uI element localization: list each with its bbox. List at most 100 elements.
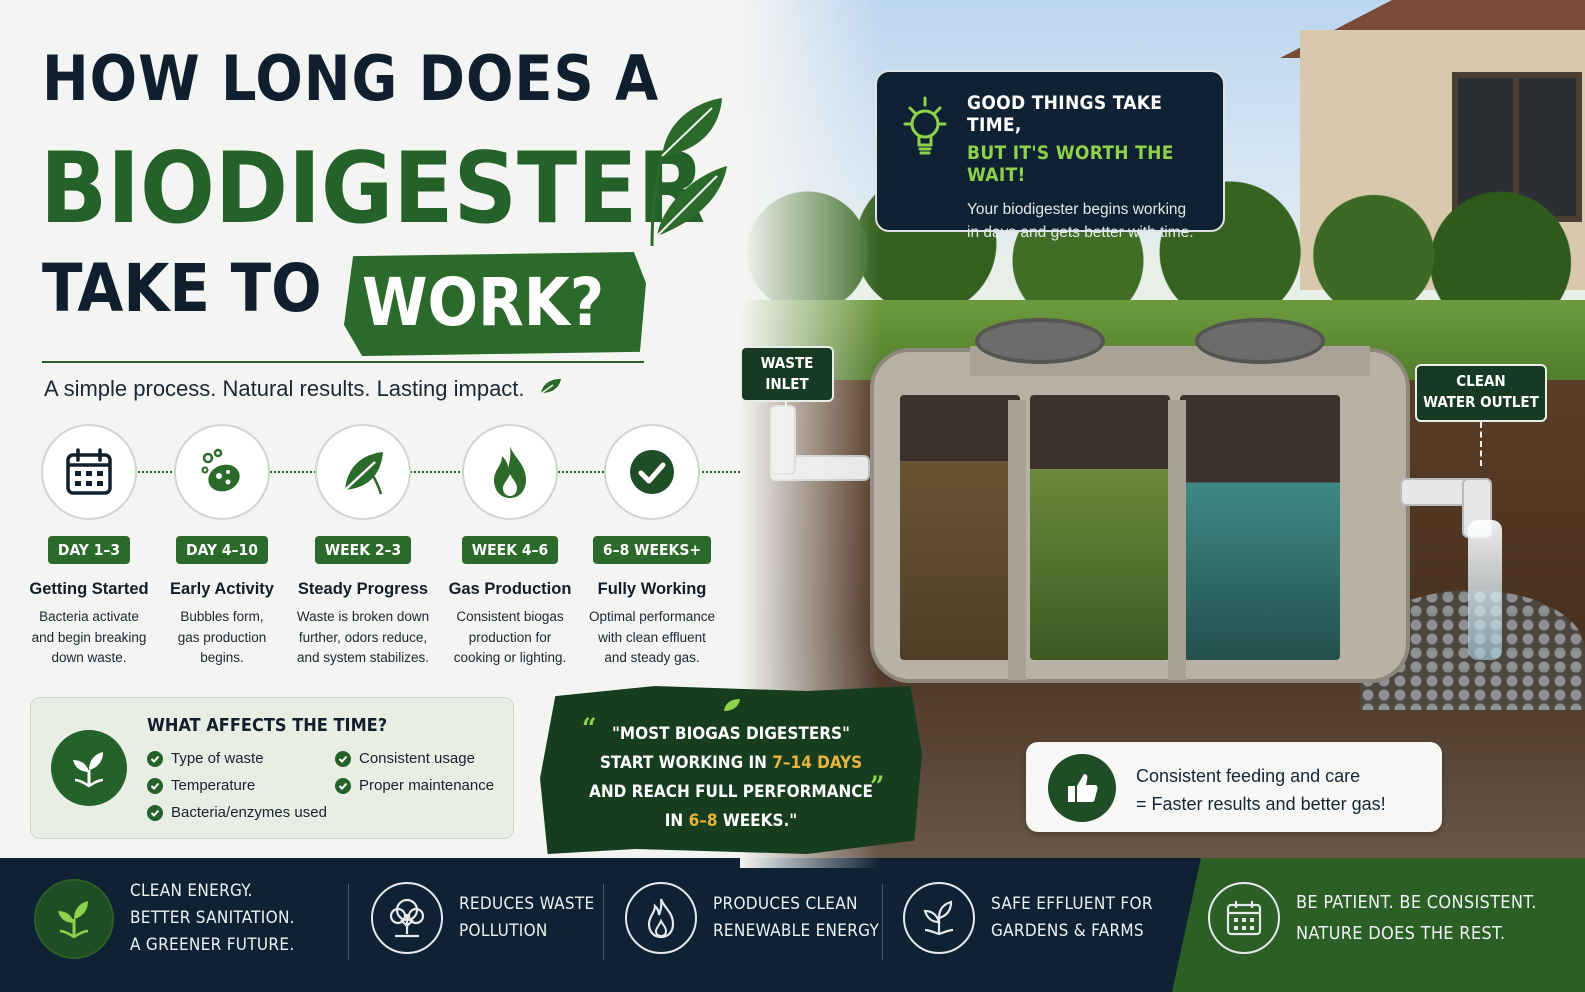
affects-item: Proper maintenance — [335, 777, 494, 794]
chamber-digestion — [1030, 395, 1170, 660]
leaves-icon — [34, 878, 114, 959]
desc-line: and system stabilizes. — [296, 650, 430, 665]
thumbs-up-icon — [1048, 754, 1116, 822]
benefit-line: NATURE DOES THE REST. — [1296, 923, 1506, 944]
calendar-icon — [41, 424, 137, 520]
water-stream — [1468, 520, 1502, 660]
step-name: Steady Progress — [297, 580, 429, 598]
step-name: Early Activity — [170, 580, 274, 598]
affects-item: Bacteria/enzymes used — [147, 804, 327, 821]
check-icon — [604, 424, 700, 520]
leaf-small-icon — [722, 694, 742, 723]
timeline-step-1: DAY 1–3 Getting Started Bacteria activat… — [19, 424, 159, 669]
quote-highlight: 6–8 — [688, 811, 718, 831]
desc-line: Consistent biogas — [456, 609, 564, 624]
divider — [348, 884, 349, 960]
sprout-icon — [51, 730, 127, 806]
chamber-wall — [1168, 400, 1186, 680]
calendar-icon — [1208, 882, 1280, 954]
desc-line: Optimal performance — [588, 609, 716, 624]
label-waste-inlet: WASTE INLET — [740, 346, 834, 402]
quote-text: IN — [664, 811, 689, 831]
check-icon — [147, 804, 163, 821]
desc-line: further, odors reduce, — [298, 629, 428, 645]
desc-line: and begin breaking — [31, 629, 147, 645]
timeline-step-3: WEEK 2–3 Steady Progress Waste is broken… — [293, 424, 433, 669]
leaf-icon — [315, 424, 411, 520]
step-description: Bubbles form, gas production begins. — [152, 607, 292, 669]
step-period: WEEK 2–3 — [314, 536, 412, 564]
desc-line: down waste. — [51, 650, 127, 665]
benefit-safe-effluent: SAFE EFFLUENT FOR GARDENS & FARMS — [903, 882, 1153, 954]
benefit-be-patient: BE PATIENT. BE CONSISTENT. NATURE DOES T… — [1208, 882, 1537, 954]
chamber-sludge — [900, 395, 1020, 660]
sprout-icon — [903, 882, 975, 954]
callout-line: Consistent feeding and care — [1136, 766, 1361, 786]
timeline-step-5: 6–8 WEEKS+ Fully Working Optimal perform… — [582, 424, 722, 669]
tank-lid-left — [975, 318, 1105, 364]
affects-item-label: Proper maintenance — [359, 777, 495, 794]
desc-line: Bubbles form, — [180, 609, 264, 624]
page-title-line2: BIODIGESTER — [40, 132, 706, 246]
check-icon — [147, 777, 163, 794]
label-line: WASTE — [760, 354, 814, 372]
label-line: WATER OUTLET — [1423, 393, 1539, 411]
quote-text: WEEKS." — [717, 811, 798, 831]
benefit-clean-energy: CLEAN ENERGY. BETTER SANITATION. A GREEN… — [34, 878, 295, 959]
step-description: Waste is broken down further, odors redu… — [293, 607, 433, 669]
benefit-line: RENEWABLE ENERGY — [713, 921, 880, 941]
affects-item-label: Consistent usage — [359, 750, 475, 767]
step-description: Consistent biogas production for cooking… — [440, 607, 580, 669]
callout-body-line: Your biodigester begins working — [967, 201, 1187, 218]
tagline: A simple process. Natural results. Lasti… — [44, 376, 563, 403]
step-description: Optimal performance with clean effluent … — [582, 607, 722, 669]
benefit-line: BETTER SANITATION. — [130, 908, 295, 928]
title-divider — [42, 361, 644, 363]
benefit-line: CLEAN ENERGY. — [130, 881, 253, 901]
desc-line: cooking or lighting. — [453, 650, 567, 665]
tagline-text: A simple process. Natural results. Lasti… — [44, 376, 525, 401]
label-line: INLET — [765, 375, 809, 393]
affects-panel: WHAT AFFECTS THE TIME? Type of waste Tem… — [30, 697, 514, 839]
step-name: Fully Working — [597, 580, 707, 598]
benefit-line: SAFE EFFLUENT FOR — [991, 894, 1153, 914]
check-icon — [335, 750, 351, 767]
open-quote-mark: “ — [582, 712, 597, 745]
benefit-line: POLLUTION — [459, 921, 548, 941]
tree-icon — [371, 882, 443, 954]
quote-line: IN 6–8 WEEKS." — [540, 807, 922, 836]
label-clean-water-outlet: CLEAN WATER OUTLET — [1415, 364, 1547, 422]
flame-icon — [462, 424, 558, 520]
step-period: 6–8 WEEKS+ — [592, 536, 712, 564]
callout-subheading: BUT IT'S WORTH THE WAIT! — [967, 142, 1174, 186]
callout-body-line: in days and gets better with time. — [967, 224, 1194, 241]
benefit-line: BE PATIENT. BE CONSISTENT. — [1296, 892, 1537, 913]
callout-line: = Faster results and better gas! — [1136, 794, 1386, 814]
benefit-text: REDUCES WASTE POLLUTION — [459, 891, 594, 945]
benefit-reduces-waste: REDUCES WASTE POLLUTION — [371, 882, 594, 954]
step-name: Gas Production — [448, 580, 572, 598]
label-line: CLEAN — [1456, 372, 1506, 390]
desc-line: begins. — [200, 650, 244, 665]
desc-line: and steady gas. — [604, 650, 700, 665]
quote-highlight: 7–14 DAYS — [772, 753, 863, 773]
bacteria-icon — [174, 424, 270, 520]
leaf-small-icon — [537, 377, 563, 403]
timeline-connector — [90, 471, 740, 473]
tank-lid-right — [1195, 318, 1325, 364]
step-period: WEEK 4–6 — [461, 536, 559, 564]
divider — [882, 884, 883, 960]
affects-title: WHAT AFFECTS THE TIME? — [147, 715, 388, 736]
page-title-line3: TAKE TO — [42, 250, 322, 327]
page-title-highlight: WORK? — [344, 252, 646, 356]
benefit-text: BE PATIENT. BE CONSISTENT. NATURE DOES T… — [1296, 887, 1537, 949]
quote-text: START WORKING IN — [599, 753, 773, 773]
benefit-line: PRODUCES CLEAN — [713, 894, 858, 914]
chamber-clear-water — [1180, 395, 1340, 660]
page-title-line1: HOW LONG DOES A — [42, 42, 660, 115]
step-name: Getting Started — [29, 580, 149, 598]
desc-line: Waste is broken down — [296, 609, 430, 624]
benefit-text: SAFE EFFLUENT FOR GARDENS & FARMS — [991, 891, 1153, 945]
affects-item: Type of waste — [147, 750, 264, 767]
leaf-icon — [642, 96, 732, 251]
